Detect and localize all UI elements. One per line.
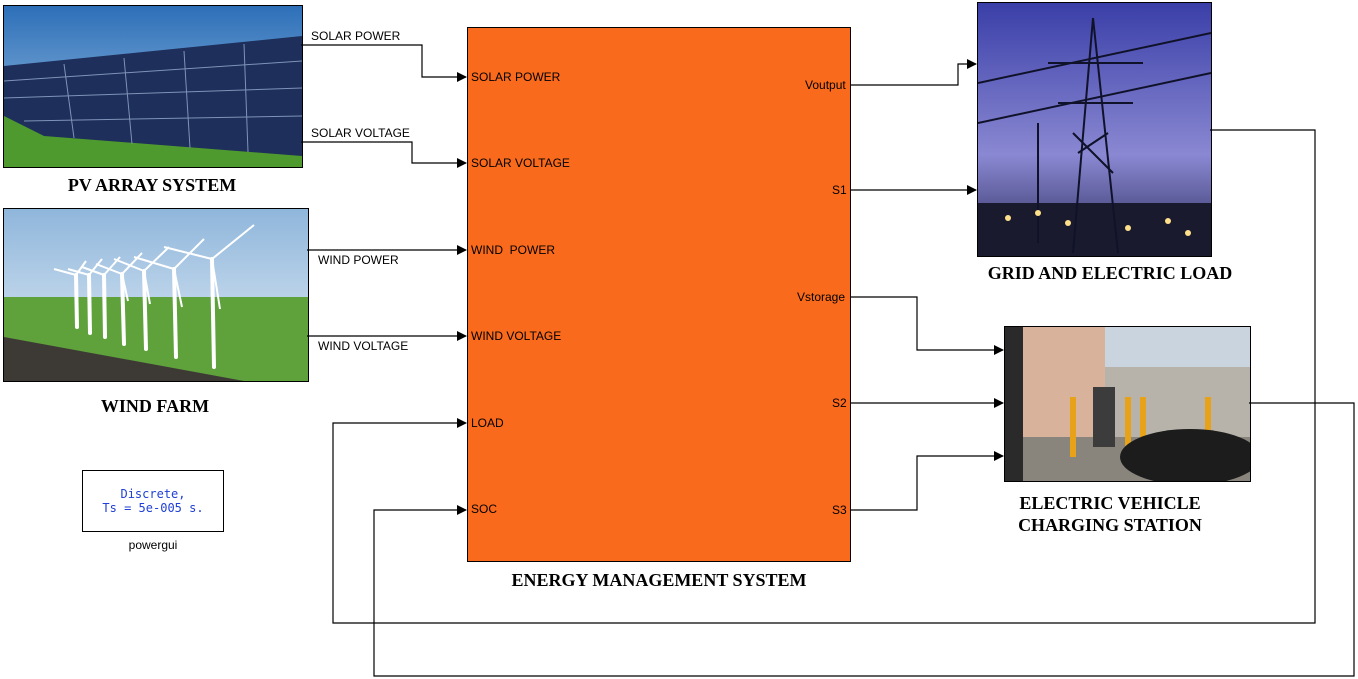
grid-load-caption: GRID AND ELECTRIC LOAD	[987, 263, 1233, 283]
wind-farm-caption: WIND FARM	[100, 396, 210, 416]
ev-station-image[interactable]	[1004, 326, 1251, 482]
ems-input-soc: SOC	[471, 502, 498, 516]
wind-turbine-icon	[4, 209, 308, 381]
wire-solar-power	[301, 44, 467, 82]
ev-station-caption-line1: ELECTRIC VEHICLE	[1019, 493, 1201, 513]
powergui-line2: Ts = 5e-005 s.	[102, 501, 204, 515]
ems-output-s2: S2	[832, 396, 847, 410]
wind-farm-image[interactable]	[3, 208, 309, 382]
grid-load-image[interactable]	[977, 2, 1212, 257]
ems-output-s3: S3	[832, 503, 847, 517]
wire-soc-feedback	[373, 402, 1355, 677]
wire-load-feedback	[332, 129, 1316, 624]
signal-label-solar-voltage: SOLAR VOLTAGE	[311, 126, 410, 140]
signal-label-wind-voltage: WIND VOLTAGE	[318, 339, 409, 353]
wire-solar-voltage	[301, 141, 467, 168]
wire-vstorage	[851, 296, 1004, 355]
powergui-label: powergui	[128, 538, 178, 552]
ems-input-solar-power: SOLAR POWER	[471, 70, 561, 84]
signal-label-solar-power: SOLAR POWER	[311, 29, 401, 43]
ems-input-wind-voltage: WIND VOLTAGE	[471, 329, 562, 343]
charging-station-icon	[1005, 327, 1250, 481]
ems-input-wind-power: WIND POWER	[471, 243, 555, 257]
powergui-line1: Discrete,	[120, 487, 186, 501]
power-tower-icon	[978, 3, 1211, 256]
solar-panel-icon	[4, 6, 302, 167]
ems-caption: ENERGY MANAGEMENT SYSTEM	[511, 570, 807, 590]
ems-output-voutput: Voutput	[805, 78, 846, 92]
powergui-block[interactable]: Discrete, Ts = 5e-005 s.	[82, 470, 224, 532]
wire-voutput	[851, 59, 977, 86]
ems-output-vstorage: Vstorage	[797, 290, 846, 304]
ems-input-solar-voltage: SOLAR VOLTAGE	[471, 156, 570, 170]
pv-array-caption: PV ARRAY SYSTEM	[67, 175, 237, 195]
ems-input-load: LOAD	[471, 416, 504, 430]
energy-management-block[interactable]	[467, 27, 851, 562]
ev-station-caption-line2: CHARGING STATION	[1018, 515, 1202, 535]
wire-s3	[851, 451, 1004, 511]
ems-output-s1: S1	[832, 183, 847, 197]
signal-label-wind-power: WIND POWER	[318, 253, 399, 267]
pv-array-image[interactable]	[3, 5, 303, 168]
